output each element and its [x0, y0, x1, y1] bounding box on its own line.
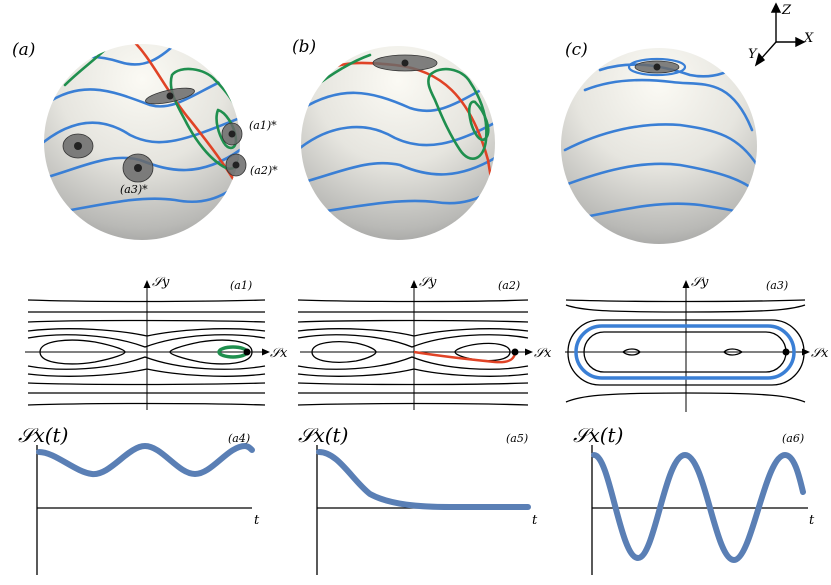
a2-red-trajectory [413, 350, 517, 364]
fixed-point-label-a3: (a3)* [120, 183, 148, 196]
time-series-a6 [591, 445, 808, 575]
phase-a2-x-label: 𝒮x [534, 346, 552, 361]
panel-label-a5: (a5) [506, 432, 528, 445]
time-a5-x-label: t [532, 513, 538, 528]
sphere-c-fixed-points [627, 57, 687, 77]
panel-label-a4: (a4) [228, 432, 250, 445]
axis-z-label: Z [781, 3, 792, 18]
time-a5-y-label: 𝒮x(t) [298, 423, 348, 447]
panel-label-a: (a) [12, 40, 35, 60]
a6-signal [591, 451, 806, 564]
sphere-c [561, 48, 757, 244]
time-series-a4 [36, 442, 255, 575]
sphere-b-fixed-points [372, 54, 438, 72]
sphere-b [301, 46, 495, 240]
sphere-b-blue-trajectories [301, 78, 495, 214]
time-a4-x-label: t [254, 513, 260, 528]
phase-a3-y-label: 𝒮y [691, 275, 709, 290]
fixed-point-label-a1: (a1)* [249, 119, 277, 132]
panel-label-a2: (a2) [498, 279, 520, 292]
sphere-a [44, 44, 247, 240]
axis-y-label: Y [748, 47, 758, 62]
time-a6-y-label: 𝒮x(t) [573, 423, 623, 447]
phase-a1-y-label: 𝒮y [152, 275, 170, 290]
a5-signal [316, 449, 531, 511]
phase-portrait-a3 [565, 280, 810, 412]
time-a6-x-label: t [809, 513, 815, 528]
axes-triad [754, 2, 806, 67]
phase-portrait-a1 [25, 280, 270, 410]
a3-blue-orbit [574, 324, 796, 380]
time-series-a5 [316, 445, 531, 575]
fixed-point-label-a2: (a2)* [250, 164, 278, 177]
phase-a1-x-label: 𝒮x [270, 346, 288, 361]
panel-label-c: (c) [565, 40, 588, 60]
phase-a3-x-label: 𝒮x [811, 346, 829, 361]
time-a4-y-label: 𝒮x(t) [18, 423, 68, 447]
panel-label-a1: (a1) [230, 279, 252, 292]
panel-label-a6: (a6) [782, 432, 804, 445]
axis-x-label: X [803, 31, 814, 46]
panel-label-b: (b) [292, 37, 316, 57]
phase-portrait-a2 [297, 280, 533, 410]
a4-signal [36, 442, 255, 478]
phase-a2-y-label: 𝒮y [419, 275, 437, 290]
panel-label-a3: (a3) [766, 279, 788, 292]
sphere-a-red-trajectory [90, 44, 240, 192]
sphere-a-fixed-points [62, 87, 247, 183]
